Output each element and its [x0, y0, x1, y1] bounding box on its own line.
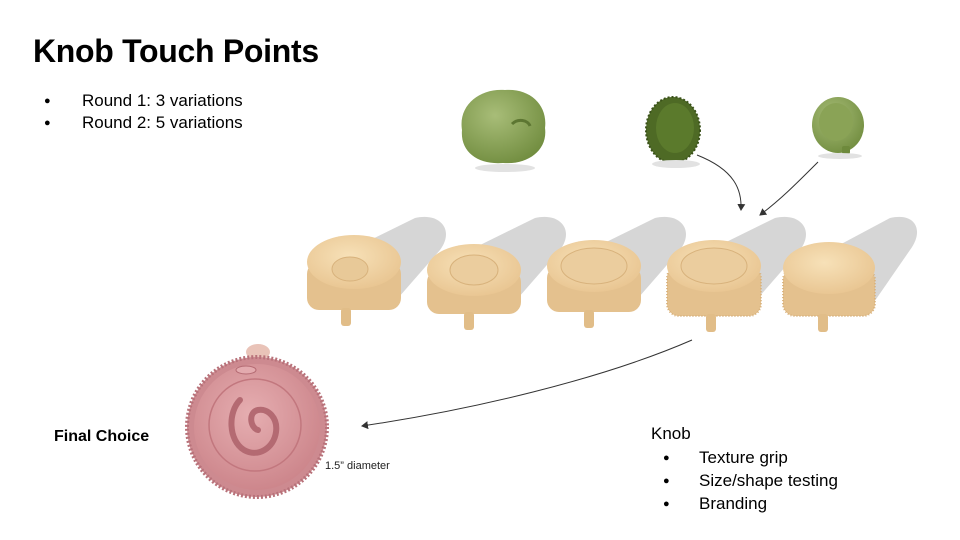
arrow-round1-to-round2: [696, 154, 746, 211]
round2-knob-2: [427, 244, 521, 330]
knob-points-list: Texture grip Size/shape testing Branding: [663, 446, 838, 516]
rounds-list: Round 1: 3 variations Round 2: 5 variati…: [44, 90, 243, 134]
list-item: Texture grip: [663, 446, 838, 470]
round1-knob-ribbed: [645, 96, 701, 168]
arrow-round1-to-round2: [759, 161, 819, 216]
arrow-to-final-choice: [361, 339, 693, 430]
list-item: Size/shape testing: [663, 469, 838, 493]
brand-logo-mark: [228, 397, 280, 456]
diameter-note: 1.5” diameter: [325, 460, 390, 472]
slide-title: Knob Touch Points: [33, 33, 319, 69]
round1-knob-smooth: [812, 97, 864, 159]
list-item: Round 1: 3 variations: [44, 90, 243, 112]
final-knob: [185, 344, 329, 499]
round2-knob-5: [782, 242, 876, 332]
list-item: Branding: [663, 492, 838, 516]
round1-knob-organic: [461, 89, 546, 172]
round2-knob-1: [307, 235, 401, 326]
knob-heading: Knob: [651, 424, 691, 443]
round2-knob-3: [547, 240, 641, 328]
list-item: Round 2: 5 variations: [44, 112, 243, 134]
round2-knob-4: [666, 240, 762, 332]
final-choice-label: Final Choice: [54, 428, 150, 445]
